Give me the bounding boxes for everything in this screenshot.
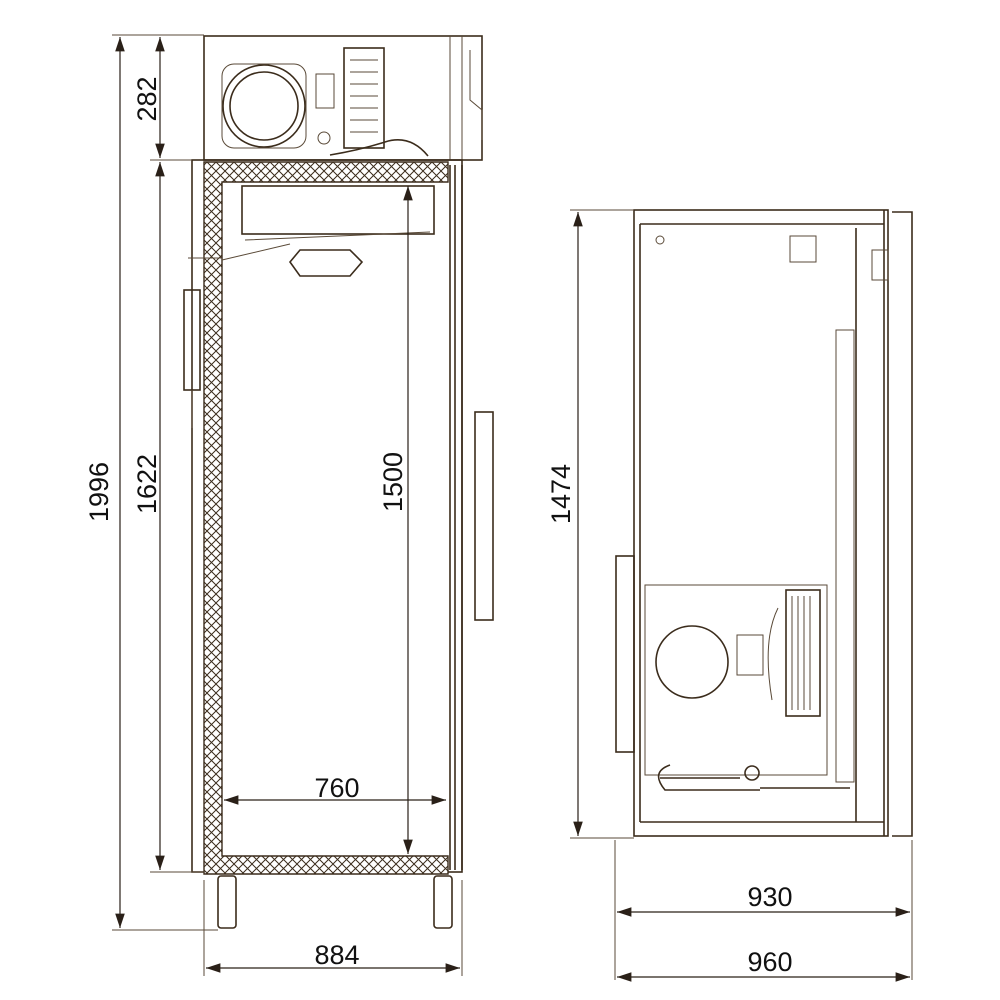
dimension-lines bbox=[112, 34, 463, 976]
fan-icon bbox=[288, 249, 364, 277]
dim-total-width: 884 bbox=[314, 940, 359, 970]
side-condensing-unit bbox=[644, 584, 850, 791]
dim-body-height: 1622 bbox=[132, 454, 162, 514]
dim-total-depth: 960 bbox=[747, 947, 792, 977]
side-dimension-lines bbox=[570, 209, 913, 982]
door-handle bbox=[474, 411, 494, 621]
foot-left bbox=[217, 875, 237, 929]
dim-side-height: 1474 bbox=[546, 464, 576, 524]
dim-total-height: 1996 bbox=[84, 462, 114, 522]
dim-inner-width: 760 bbox=[314, 773, 359, 803]
side-condenser-icon bbox=[785, 589, 821, 717]
evaporator bbox=[241, 185, 435, 235]
insulation bbox=[203, 161, 449, 875]
dim-unit-height: 282 bbox=[132, 76, 162, 121]
condensing-unit-housing bbox=[203, 35, 483, 161]
front-view: 1996 282 1622 1500 760 884 bbox=[84, 34, 494, 976]
foot-right bbox=[433, 875, 453, 929]
side-body bbox=[633, 209, 889, 837]
condenser-icon bbox=[343, 47, 385, 149]
side-compressor-icon bbox=[655, 625, 729, 699]
dim-body-depth: 930 bbox=[747, 882, 792, 912]
cabinet-body bbox=[183, 159, 494, 929]
side-view: 1474 930 960 bbox=[546, 209, 913, 982]
compressor-icon bbox=[222, 64, 306, 148]
dim-inner-height: 1500 bbox=[378, 452, 408, 512]
